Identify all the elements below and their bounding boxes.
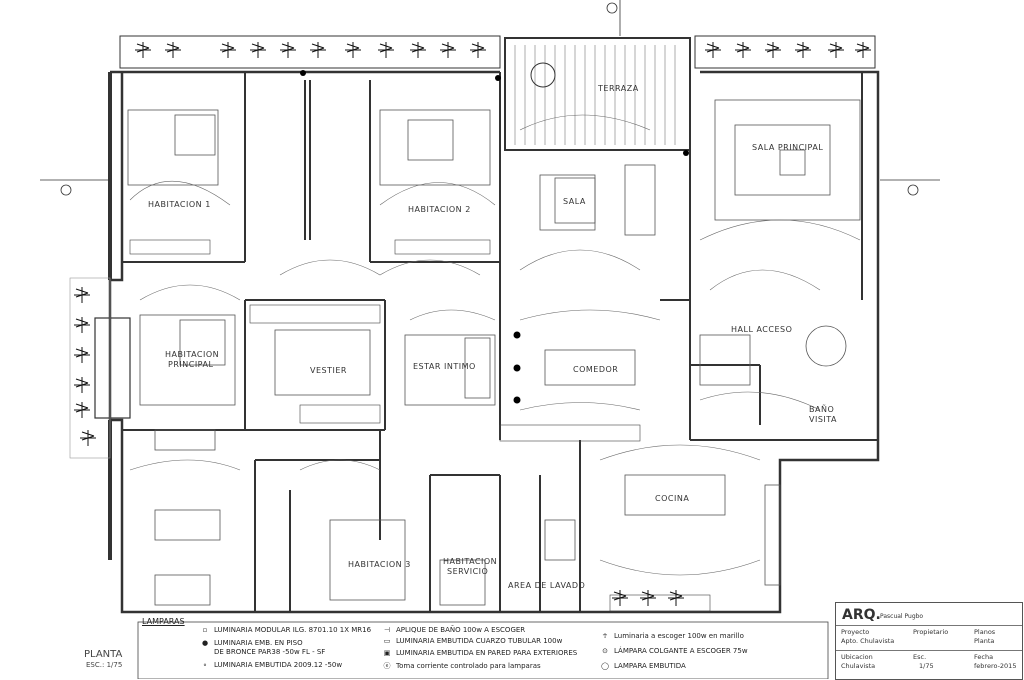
room-label-habitacion-3: HABITACION 3 <box>348 560 411 569</box>
room-label-visita: VISITA <box>809 415 838 424</box>
legend-title: LAMPARAS <box>142 617 185 626</box>
esc-value: 1/75 <box>919 662 934 670</box>
room-label-servicio: SERVICIO <box>447 567 489 576</box>
room-label-vestier: VESTIER <box>310 366 347 375</box>
plants <box>74 42 871 606</box>
fecha-value: febrero-2015 <box>974 662 1017 670</box>
room-label-habitacion-principal: HABITACION <box>165 350 220 359</box>
room-label-area-lavado: AREA DE LAVADO <box>508 581 586 590</box>
plan-scale: ESC.: 1/75 <box>86 661 123 669</box>
room-label-habitacion-2: HABITACION 2 <box>408 205 471 214</box>
room-label-terraza: TERRAZA <box>598 84 639 93</box>
interior-walls <box>122 72 878 612</box>
planter-top-right <box>694 35 876 69</box>
legend-item: ▭LUMINARIA EMBUTIDA CUARZO TUBULAR 100w <box>383 637 563 645</box>
room-label-sala-principal: SALA PRINCIPAL <box>752 143 824 152</box>
legend-item: ⊙LÁMPARA COLGANTE A ESCOGER 75w <box>602 647 748 655</box>
title-author: Pascual Pugbo <box>880 613 924 620</box>
legend-item: ⊣APLIQUE DE BAÑO 100w A ESCOGER <box>383 626 526 634</box>
room-label-habitacion-servicio: HABITACION <box>443 557 498 566</box>
propietario-label: Propietario <box>913 628 949 636</box>
planos-label: Planos <box>974 628 996 636</box>
room-label-cocina: COCINA <box>655 494 690 503</box>
proyecto-value: Apto. Chulavista <box>841 637 895 645</box>
legend-frame <box>137 621 829 679</box>
terrace-decking <box>514 45 676 145</box>
legend-item: DE BRONCE PAR38 -50w FL - SF <box>214 648 326 656</box>
ubicacion-label: Ubicacion <box>841 653 873 661</box>
room-label-bano: BAÑO <box>809 405 835 414</box>
terrace-outline <box>504 37 691 151</box>
proyecto-label: Proyecto <box>841 628 870 636</box>
room-label-hall-acceso: HALL ACCESO <box>731 325 793 334</box>
title-block: ARQ. Pascual Pugbo Proyecto Apto. Chulav… <box>835 602 1023 680</box>
room-label-comedor: COMEDOR <box>573 365 619 374</box>
closets <box>129 239 711 612</box>
legend-item: ◯LAMPARA EMBUTIDA <box>601 662 686 670</box>
section-markers <box>40 0 940 196</box>
ubicacion-value: Chulavista <box>841 662 876 670</box>
legend-item: ●LUMINARIA EMB. EN PISO <box>201 639 303 647</box>
room-label-principal: PRINCIPAL <box>168 360 214 369</box>
room-label-estar-intimo: ESTAR INTIMO <box>413 362 476 371</box>
esc-label: Esc. <box>913 653 927 661</box>
floor-lights <box>300 70 689 404</box>
room-label-habitacion-1: HABITACION 1 <box>148 200 211 209</box>
legend-item: ∘LUMINARIA EMBUTIDA 2009.12 -50w <box>202 661 343 669</box>
title-brand: ARQ. <box>842 607 881 623</box>
legend-item: ▣LUMINARIA EMBUTIDA EN PARED PARA EXTERI… <box>383 649 578 657</box>
furniture <box>127 99 861 606</box>
lighting-circuits <box>129 114 861 576</box>
bay-window <box>94 317 131 419</box>
legend-item: ▫LUMINARIA MODULAR ILG. 8701.10 1X MR16 <box>202 626 372 634</box>
planter-top-left <box>119 35 501 69</box>
terrace-table <box>530 62 556 88</box>
legend-item: ☥Luminaria a escoger 100w en marillo <box>602 632 744 640</box>
side-planter <box>69 277 111 459</box>
plan-title: PLANTA <box>84 649 123 660</box>
fecha-label: Fecha <box>974 653 994 661</box>
room-label-sala: SALA <box>563 197 586 206</box>
planos-value: Planta <box>974 637 995 645</box>
